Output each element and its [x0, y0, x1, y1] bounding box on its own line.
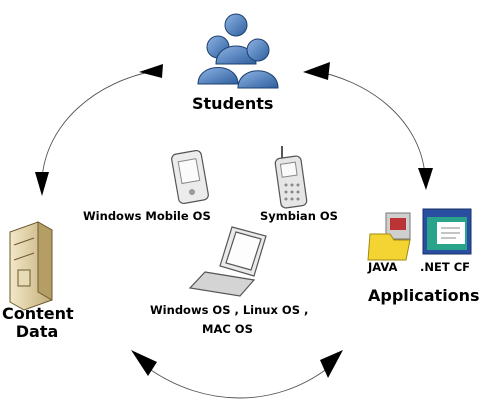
cycle-arrows [41, 69, 426, 399]
users-group-icon [197, 13, 279, 89]
arc-students-to-applications [309, 69, 426, 176]
windows-mobile-label: Windows Mobile OS [83, 209, 211, 223]
arrowhead-bottom-left [131, 350, 157, 376]
symbian-label: Symbian OS [260, 209, 338, 223]
students-label: Students [192, 94, 274, 113]
laptop-icon [188, 226, 267, 297]
arrowhead-right-top [303, 62, 330, 80]
net-cf-label: .NET CF [420, 260, 470, 274]
desktop-os-label-line2: MAC OS [202, 322, 253, 336]
java-label: JAVA [368, 260, 398, 274]
applications-label: Applications [368, 286, 480, 305]
application-window-icon [422, 208, 472, 255]
arc-bottom [147, 367, 329, 399]
arrowheads [35, 62, 433, 378]
pda-icon [171, 149, 209, 205]
content-data-label-line1: Content [2, 304, 74, 323]
arrowhead-bottom-right [320, 350, 343, 378]
arrowhead-right-bottom [418, 168, 433, 190]
cellphone-icon [274, 146, 308, 209]
java-folder-icon [367, 212, 411, 261]
server-tower-icon [9, 221, 53, 311]
content-data-label-line2: Data [15, 322, 59, 341]
arc-students-to-content [41, 69, 161, 181]
arrowhead-left-bottom [35, 172, 49, 196]
desktop-os-label-line1: Windows OS , Linux OS , [150, 303, 309, 317]
arrowhead-left-top [139, 64, 163, 78]
